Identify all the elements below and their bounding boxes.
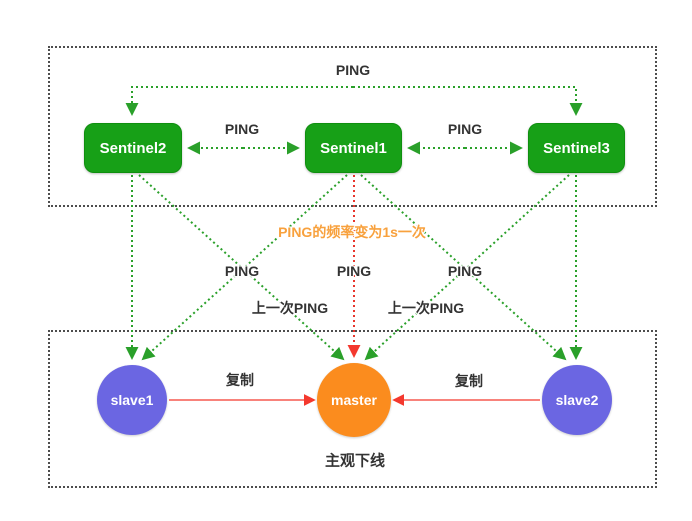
node-slave1: slave1 bbox=[97, 365, 167, 435]
node-sentinel3: Sentinel3 bbox=[528, 123, 625, 173]
label-ping-frequency: PING的频率变为1s一次 bbox=[278, 224, 426, 240]
node-sentinel3-label: Sentinel3 bbox=[543, 139, 610, 157]
label-ping-left: PING bbox=[224, 263, 260, 279]
label-replicate-left: 复制 bbox=[226, 372, 254, 388]
label-subjective-down-status: 主观下线 bbox=[324, 452, 386, 470]
label-ping-right: PING bbox=[447, 263, 483, 279]
label-last-ping-right: 上一次PING bbox=[387, 300, 465, 316]
node-slave1-label: slave1 bbox=[110, 392, 154, 408]
node-master: master bbox=[317, 363, 391, 437]
label-last-ping-left: 上一次PING bbox=[251, 300, 329, 316]
node-master-label: master bbox=[331, 391, 377, 408]
node-slave2-label: slave2 bbox=[555, 392, 599, 408]
label-ping-s1-s3: PING bbox=[447, 121, 483, 137]
node-sentinel2: Sentinel2 bbox=[84, 123, 182, 173]
node-sentinel1: Sentinel1 bbox=[305, 123, 402, 173]
label-ping-top: PING bbox=[335, 62, 371, 78]
label-replicate-right: 复制 bbox=[455, 373, 483, 389]
label-ping-center: PING bbox=[336, 263, 372, 279]
node-sentinel1-label: Sentinel1 bbox=[320, 139, 387, 157]
node-sentinel2-label: Sentinel2 bbox=[99, 139, 167, 157]
label-ping-s2-s1: PING bbox=[224, 121, 260, 137]
redis-node-group-box bbox=[48, 330, 657, 488]
sentinel-group-box bbox=[48, 46, 657, 207]
node-slave2: slave2 bbox=[542, 365, 612, 435]
